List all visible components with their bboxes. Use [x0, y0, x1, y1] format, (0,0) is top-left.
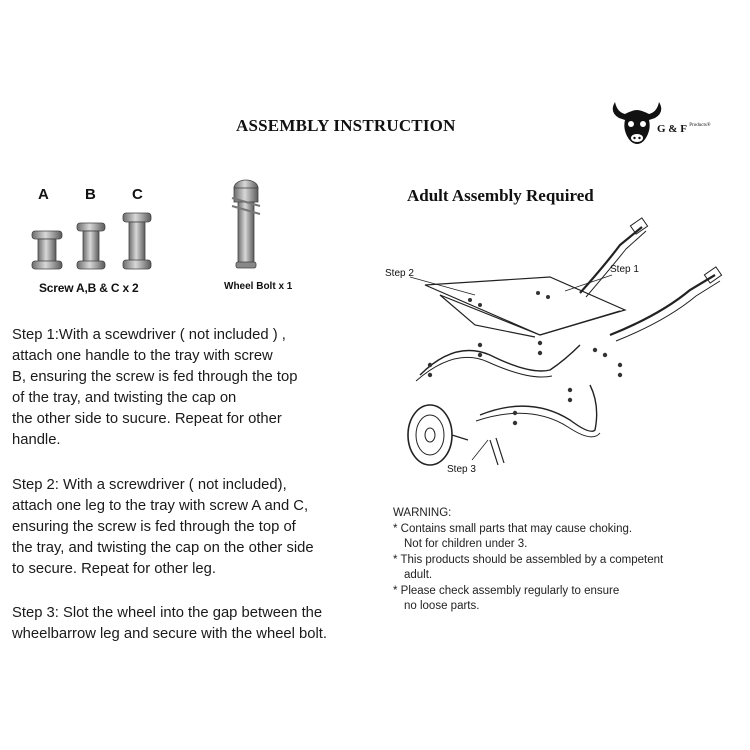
wheel-bolt-icon: [231, 179, 261, 269]
step-2-line: to secure. Repeat for other leg.: [12, 561, 216, 577]
warning-heading: WARNING:: [393, 507, 452, 519]
logo-brand: G & F: [657, 123, 687, 135]
screw-letter-a: A: [38, 186, 49, 203]
step-1-line: attach one handle to the tray with screw: [12, 348, 273, 364]
bolt-caption: Wheel Bolt x 1: [224, 281, 293, 292]
warning-line: * This products should be assembled by a…: [393, 553, 664, 566]
step-1-text: Step 1:With a scewdriver ( not included …: [12, 325, 357, 451]
wheelbarrow-diagram: [407, 217, 723, 466]
step-2-line: the tray, and twisting the cap on the ot…: [12, 540, 314, 556]
diagram-label-step3: Step 3: [447, 464, 476, 475]
warning-line: * Please check assembly regularly to ens…: [393, 584, 620, 597]
screw-caption: Screw A,B & C x 2: [39, 281, 139, 295]
step-1-line: handle.: [12, 432, 61, 448]
warning-line: adult.: [404, 569, 433, 581]
logo-text: G & F Products®: [657, 123, 711, 135]
screw-letter-b: B: [85, 186, 96, 203]
step-3-text: Step 3: Slot the wheel into the gap betw…: [12, 603, 357, 645]
logo-suffix: Products®: [689, 123, 711, 128]
screw-letter-c: C: [132, 186, 143, 203]
step-3-line: Step 3: Slot the wheel into the gap betw…: [12, 605, 323, 621]
step-1-line: B, ensuring the screw is fed through the…: [12, 369, 298, 385]
diagram-label-step1: Step 1: [610, 264, 639, 275]
diagram-label-step2: Step 2: [385, 268, 414, 279]
warning-line: no loose parts.: [404, 600, 480, 612]
screw-c-icon: [122, 212, 152, 270]
bull-logo-icon: [612, 102, 662, 144]
step-2-line: Step 2: With a screwdriver ( not include…: [12, 477, 287, 493]
warning-block: WARNING: * Contains small parts that may…: [393, 506, 723, 615]
screws-illustration: [31, 212, 152, 270]
step-2-line: ensuring the screw is fed through the to…: [12, 519, 296, 535]
step-1-line: of the tray, and twisting the cap on: [12, 390, 237, 406]
adult-assembly-heading: Adult Assembly Required: [407, 186, 594, 205]
screw-b-icon: [76, 222, 106, 270]
screw-a-icon: [31, 230, 63, 270]
warning-line: Not for children under 3.: [404, 538, 528, 550]
step-1-line: Step 1:With a scewdriver ( not included …: [12, 327, 286, 343]
step-1-line: the other side to sucure. Repeat for oth…: [12, 411, 282, 427]
step-2-text: Step 2: With a screwdriver ( not include…: [12, 475, 357, 580]
step-3-line: wheelbarrow leg and secure with the whee…: [12, 626, 328, 642]
warning-line: * Contains small parts that may cause ch…: [393, 522, 633, 535]
step-2-line: attach one leg to the tray with screw A …: [12, 498, 309, 514]
page-title: ASSEMBLY INSTRUCTION: [236, 116, 456, 135]
